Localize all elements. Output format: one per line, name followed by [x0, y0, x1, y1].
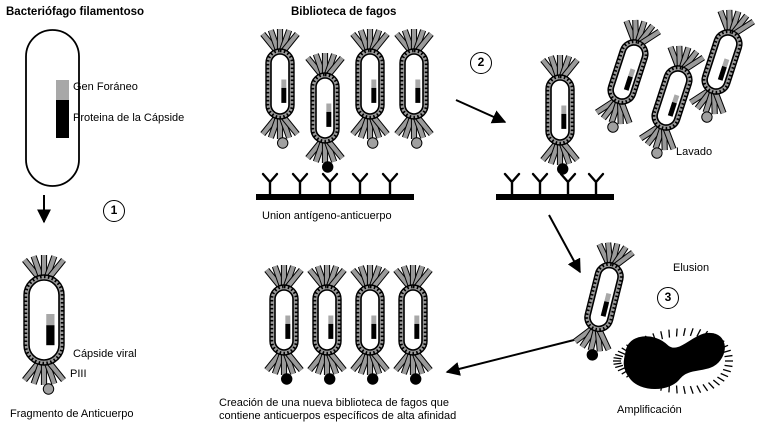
step-3-marker: 3 [657, 287, 679, 309]
label-antigen-antibody-binding: Union antígeno-anticuerpo [262, 210, 392, 222]
new-library-phage-4 [393, 265, 433, 385]
bound-phage [540, 55, 580, 175]
washed-phage-2 [639, 45, 705, 159]
label-new-library-line-1: Creación de una nueva biblioteca de fago… [219, 397, 449, 409]
bacterium [613, 327, 733, 395]
label-elution: Elusion [673, 262, 710, 274]
library-phage-3 [350, 29, 390, 149]
title-phage-library: Biblioteca de fagos [291, 6, 397, 18]
washed-phage-1 [595, 19, 661, 133]
arrow-to-elution [548, 214, 581, 274]
eluted-phage [573, 242, 635, 361]
step-2-marker: 2 [470, 52, 492, 74]
capsid-protein-segment [56, 100, 69, 138]
phage-particles [22, 9, 755, 395]
library-phage-4 [394, 29, 434, 149]
washed-phage-3 [689, 9, 755, 123]
label-viral-capsid: Cápside viral [73, 348, 137, 360]
antigen-surface-2 [496, 194, 614, 200]
label-piii: PIII [70, 368, 87, 380]
step-1-marker: 1 [103, 200, 125, 222]
label-amplification: Amplificación [617, 404, 682, 416]
phage-with-antibody-fragment [22, 255, 66, 395]
label-antibody-fragment: Fragmento de Anticuerpo [10, 408, 134, 420]
foreign-gene-segment [56, 80, 69, 100]
antigen-receptors-1 [261, 172, 399, 196]
antigen-surface-1 [256, 194, 414, 200]
arrow-to-new-library [445, 338, 579, 376]
arrow-to-washing [455, 99, 507, 124]
label-washing: Lavado [676, 146, 713, 158]
label-capsid-protein: Proteina de la Cápside [73, 112, 185, 124]
label-foreign-gene: Gen Foráneo [73, 81, 138, 93]
filamentous-phage-simple [25, 29, 80, 187]
new-library-phage-3 [350, 265, 390, 385]
library-phage-2 [305, 53, 345, 173]
library-phage-1 [260, 29, 300, 149]
title-filamentous-phage: Bacteriófago filamentoso [6, 6, 145, 18]
antigen-receptors-2 [503, 172, 605, 196]
label-new-library-line-2: contiene anticuerpos específicos de alta… [219, 410, 457, 422]
new-library-phage-1 [264, 265, 304, 385]
new-library-phage-2 [307, 265, 347, 385]
